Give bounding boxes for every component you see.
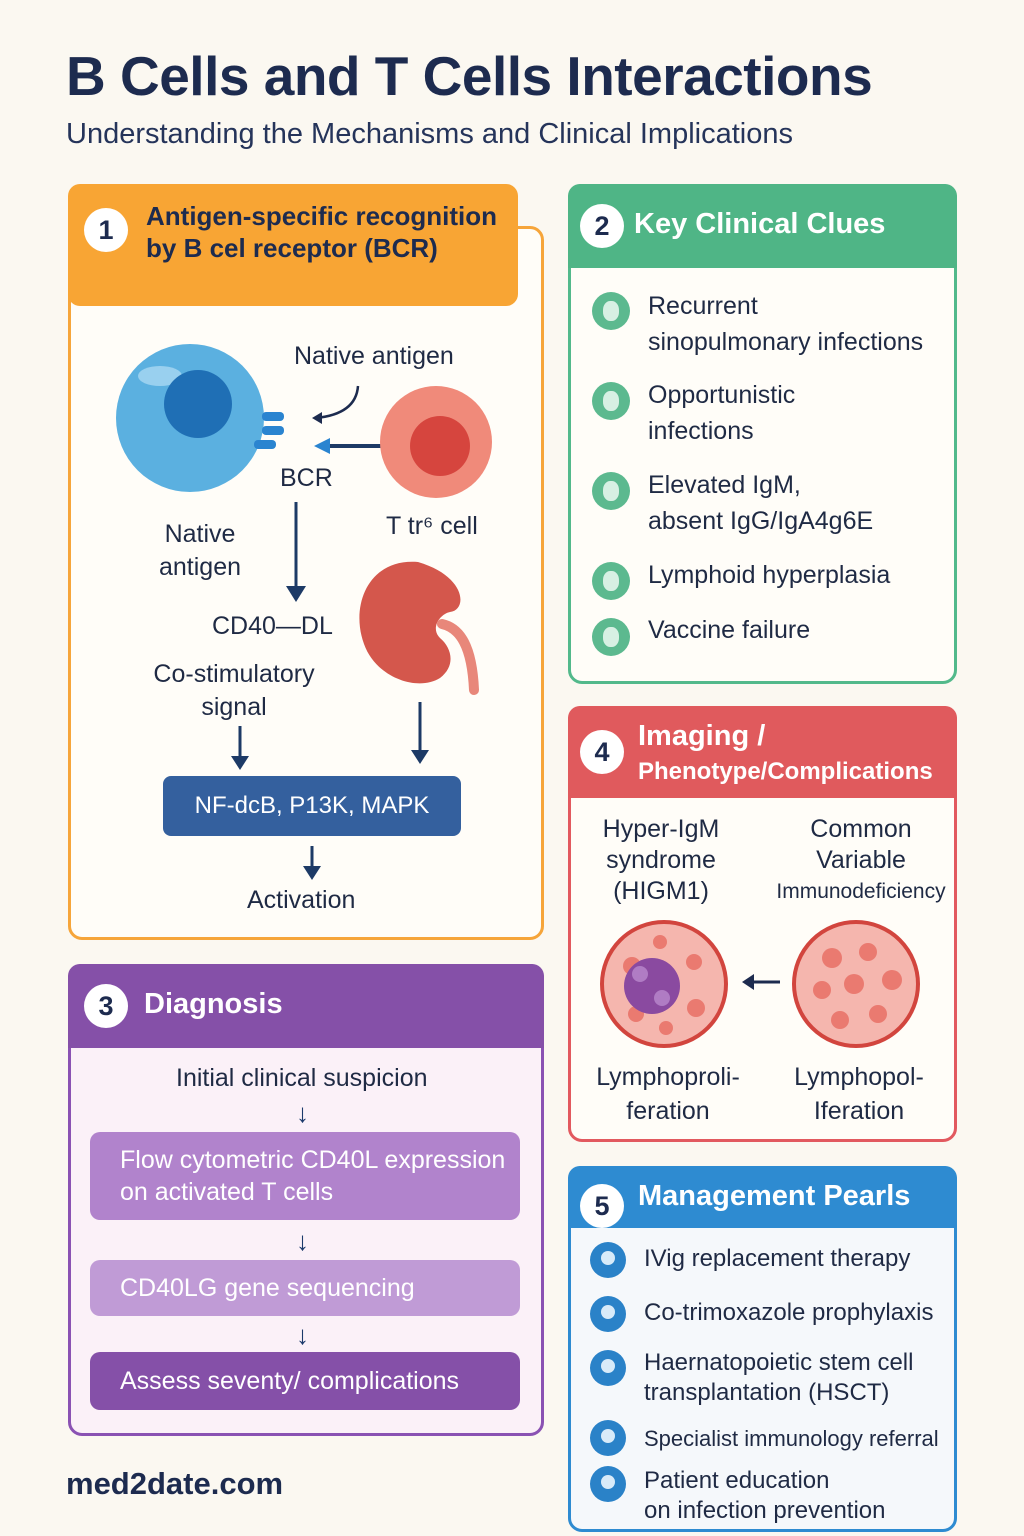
diagnosis-step: Flow cytometric CD40L expression on acti…	[90, 1132, 520, 1220]
label-line: syndrome	[606, 846, 716, 874]
imaging-subtitle: Phenotype/Complications	[638, 758, 933, 785]
step-number-badge: 1	[84, 208, 128, 252]
diagnosis-step: CD40LG gene sequencing	[90, 1260, 520, 1316]
diagnosis-step: Assess seventy/ complications	[90, 1352, 520, 1410]
pill-icon	[590, 1296, 626, 1332]
clue-item: Opportunistic infections	[648, 377, 795, 449]
cd40-label: CD40—DL	[212, 612, 333, 640]
step-number-badge: 3	[84, 984, 128, 1028]
label-line: Common	[810, 815, 912, 843]
item-line: Patient education	[644, 1467, 830, 1494]
management-header: 5 Management Pearls	[568, 1166, 957, 1228]
caption-line: Lymphopol-	[794, 1063, 924, 1091]
diagnosis-title: Diagnosis	[144, 988, 283, 1020]
mechanism-header: 1 Antigen-specific recognition by B cel …	[68, 184, 518, 306]
item-line: transplantation (HSCT)	[644, 1379, 890, 1406]
clue-item: Elevated IgM, absent IgG/IgA4g6E	[648, 467, 873, 539]
bcell-tcell-illustration	[116, 344, 492, 880]
native-antigen-label: Native antigen	[294, 342, 454, 370]
mechanism-title: Antigen-specific recognition by B cel re…	[146, 201, 498, 263]
clinical-clues-header: 2 Key Clinical Clues	[568, 184, 957, 268]
label-line: Immunodeficiency	[776, 880, 946, 903]
management-item: Patient education on infection prevention	[644, 1466, 886, 1526]
down-arrow-icon: ↓	[296, 1226, 309, 1256]
clue-line: Opportunistic	[648, 381, 796, 409]
page-title: B Cells and T Cells Interactions	[66, 45, 873, 107]
bcr-label: BCR	[280, 464, 333, 492]
down-arrow-icon: ↓	[296, 1320, 309, 1350]
organ-icon	[359, 561, 461, 684]
clinical-clues-title: Key Clinical Clues	[634, 208, 886, 240]
label-line: Variable	[816, 846, 906, 874]
lungs-icon	[592, 292, 630, 330]
management-item: IVig replacement therapy	[644, 1245, 911, 1272]
caption-line: Lymphoproli-	[596, 1063, 740, 1091]
step-number-badge: 5	[580, 1184, 624, 1228]
clue-item: Vaccine failure	[648, 616, 811, 644]
site-footer[interactable]: med2date.com	[66, 1466, 284, 1501]
t-cell-label: T tr⁶ cell	[386, 512, 478, 540]
management-title: Management Pearls	[638, 1180, 911, 1212]
lymphoproliferation-right: Lymphopol- Iferation	[774, 1060, 944, 1128]
antibody-icon	[592, 472, 630, 510]
item-line: on infection prevention	[644, 1497, 886, 1524]
clue-line: sinopulmonary infections	[648, 328, 924, 356]
item-line: Haernatopoietic stem cell	[644, 1349, 914, 1376]
vaccine-icon	[592, 618, 630, 656]
page-subtitle: Understanding the Mechanisms and Clinica…	[66, 118, 793, 150]
diagnosis-start: Initial clinical suspicion	[176, 1064, 428, 1092]
management-item: Co-trimoxazole prophylaxis	[644, 1299, 934, 1326]
native-antigen-label-left: Native antigen	[158, 520, 242, 581]
clue-line: infections	[648, 417, 754, 445]
caption-line: feration	[626, 1097, 710, 1125]
clue-line: Elevated IgM,	[648, 471, 801, 499]
diagnosis-header: 3 Diagnosis	[68, 964, 544, 1048]
label-line: Hyper-IgM	[602, 815, 720, 843]
step-number-badge: 2	[580, 204, 624, 248]
stem-cell-icon	[590, 1350, 626, 1386]
hyper-igm-label: Hyper-IgM syndrome (HIGM1)	[576, 814, 746, 907]
phone-icon	[590, 1466, 626, 1502]
clue-line: Recurrent	[648, 292, 758, 320]
clue-item: Lymphoid hyperplasia	[648, 561, 891, 589]
management-item: Haernatopoietic stem cell transplantation…	[644, 1348, 913, 1408]
clue-line: absent IgG/IgA4g6E	[648, 507, 874, 535]
microbe-icon	[592, 382, 630, 420]
activation-label: Activation	[247, 886, 356, 914]
histology-comparison	[600, 920, 920, 1048]
iv-drip-icon	[590, 1242, 626, 1278]
management-item: Specialist immunology referral	[644, 1426, 939, 1451]
clue-item: Recurrent sinopulmonary infections	[648, 288, 923, 360]
lymph-node-icon	[592, 562, 630, 600]
cvid-label: Common Variable Immunodeficiency	[766, 814, 956, 907]
lymphoproliferation-left: Lymphoproli- feration	[580, 1060, 756, 1128]
imaging-header: 4 Imaging / Phenotype/Complications	[568, 706, 957, 798]
imaging-title: Imaging /	[638, 720, 766, 752]
costimulatory-label: Co-stimulatory signal	[153, 660, 315, 721]
doctor-icon	[590, 1420, 626, 1456]
caption-line: Iferation	[813, 1097, 905, 1125]
step-number-badge: 4	[580, 730, 624, 774]
down-arrow-icon: ↓	[296, 1098, 309, 1128]
signaling-pathway-box: NF-dcB, P13K, MAPK	[163, 776, 461, 836]
bcr-receptor-icon	[262, 412, 284, 421]
label-line: (HIGM1)	[613, 877, 709, 905]
